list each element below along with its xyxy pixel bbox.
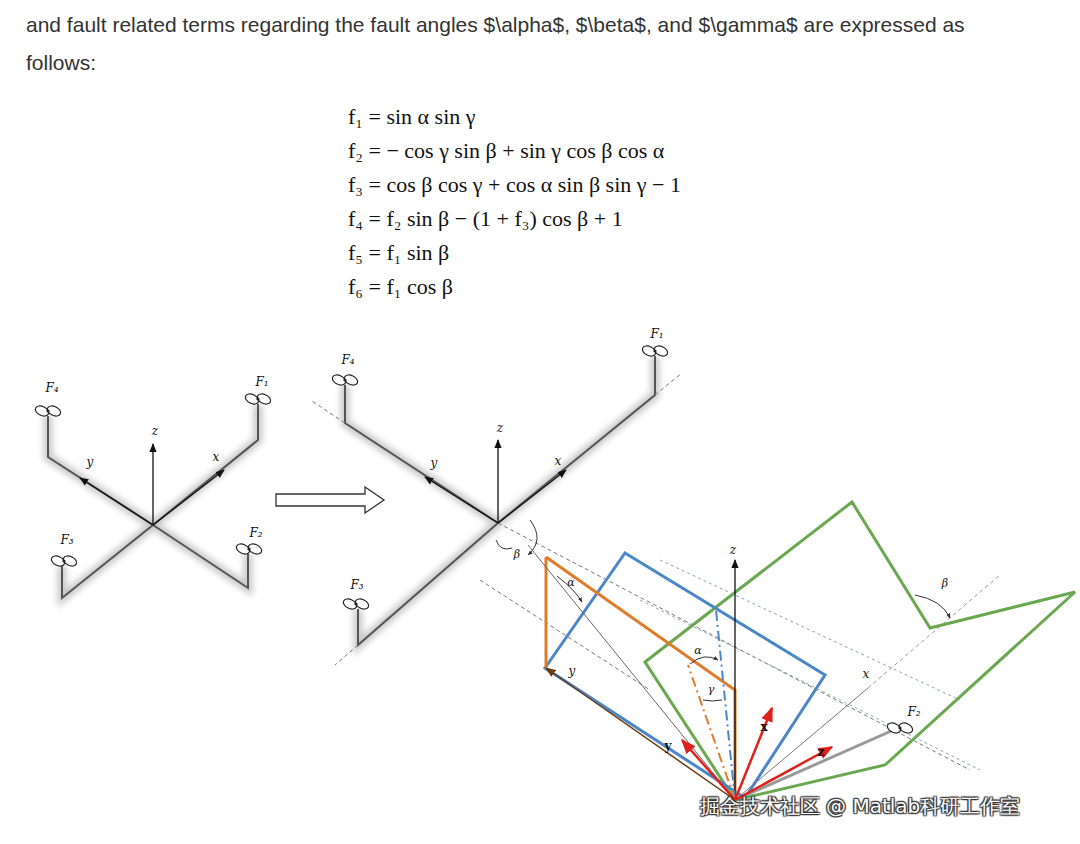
angle-label: γ bbox=[708, 684, 715, 696]
axis-label: y bbox=[430, 456, 439, 470]
body-axis-label: z bbox=[818, 745, 825, 759]
equation: f₁ = sin α sin γ bbox=[348, 104, 476, 130]
rotor-label: F₄ bbox=[45, 381, 58, 395]
axis-label: y bbox=[568, 664, 577, 678]
angle-label: α bbox=[694, 645, 701, 657]
equation: f₅ = f₁ sin β bbox=[348, 240, 449, 266]
equation: f₆ = f₁ cos β bbox=[348, 274, 453, 300]
angle-label: α bbox=[567, 577, 574, 589]
faulty-quadrotor bbox=[312, 344, 970, 770]
axis-label: y bbox=[86, 455, 95, 469]
watermark: 掘金技术社区 @ Matlab科研工作室 bbox=[700, 794, 1021, 818]
rotor-label: F₂ bbox=[907, 705, 920, 719]
fault-angle-detail bbox=[528, 502, 1075, 800]
transition-arrow bbox=[276, 487, 384, 513]
rotor-label: F₃ bbox=[60, 533, 73, 547]
rotor-label: F₂ bbox=[249, 526, 262, 540]
axis-label: x bbox=[212, 450, 221, 464]
axis-label: z bbox=[729, 543, 737, 557]
rotor-label: F₄ bbox=[341, 353, 354, 367]
rotor-label: F₁ bbox=[650, 327, 663, 341]
intro-text: and fault related terms regarding the fa… bbox=[26, 6, 1026, 82]
axis-label: x bbox=[554, 454, 563, 468]
equation: f₂ = − cos γ sin β + sin γ cos β cos α bbox=[348, 138, 664, 164]
equation: f₄ = f₂ sin β − (1 + f₃) cos β + 1 bbox=[348, 206, 623, 232]
angle-label: β bbox=[942, 578, 948, 590]
axis-label: x bbox=[862, 667, 871, 681]
rotor-label: F₁ bbox=[255, 375, 268, 389]
axis-label: z bbox=[496, 421, 504, 435]
angle-label: β bbox=[514, 549, 520, 561]
body-axis-label: y bbox=[665, 739, 672, 753]
axis-label: z bbox=[151, 424, 159, 438]
equation: f₃ = cos β cos γ + cos α sin β sin γ − 1 bbox=[348, 172, 681, 198]
body-axis-label: x bbox=[760, 720, 767, 734]
left-quadrotor bbox=[34, 392, 272, 598]
rotor-label: F₃ bbox=[350, 578, 363, 592]
